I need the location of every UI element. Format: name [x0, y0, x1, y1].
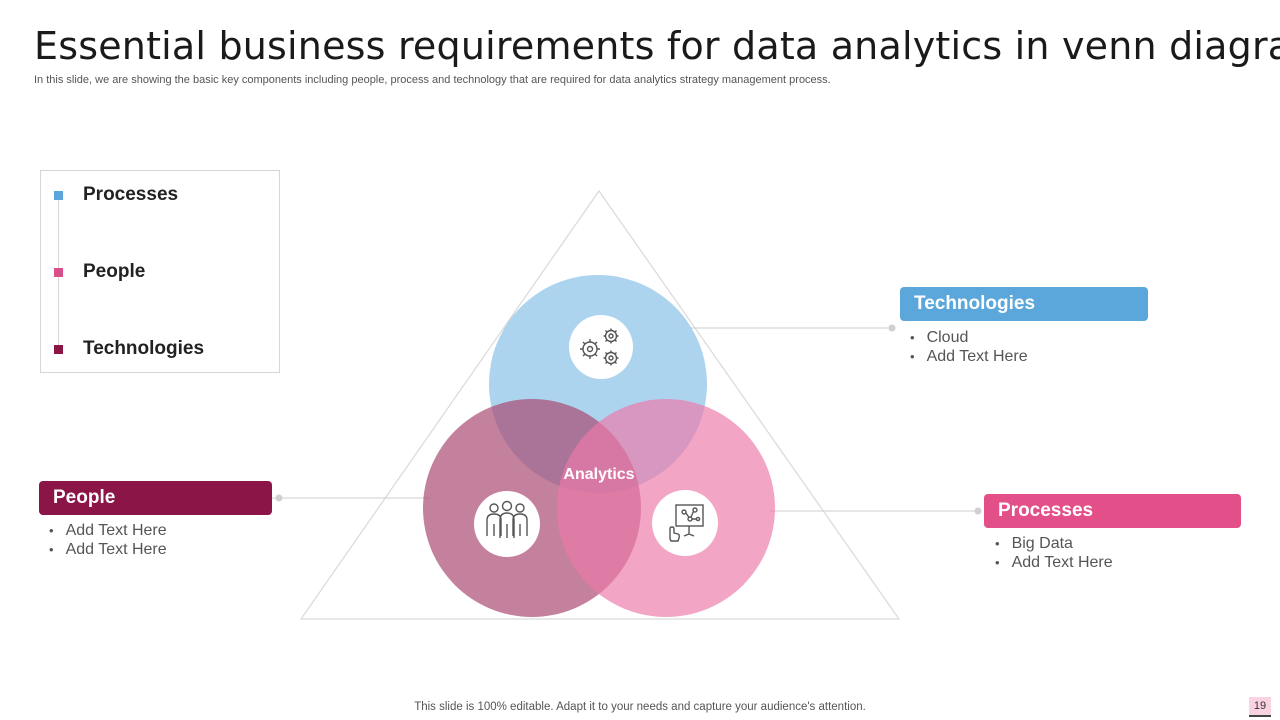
- bullet-item: Add Text Here: [910, 347, 1028, 366]
- page-subtitle: In this slide, we are showing the basic …: [34, 74, 831, 86]
- connector-dot-processes: [974, 507, 982, 515]
- legend-label: People: [83, 261, 146, 282]
- legend-item-processes: Processes: [54, 183, 178, 207]
- bullet-item: Add Text Here: [49, 540, 167, 559]
- triangle-outline: [299, 189, 901, 620]
- legend-swatch-people: [54, 267, 63, 277]
- people-group-icon: [474, 491, 540, 557]
- legend-swatch-technologies: [54, 344, 63, 354]
- callout-technologies-title: Technologies: [914, 293, 1036, 314]
- bullet-item: Add Text Here: [995, 553, 1113, 572]
- legend-item-technologies: Technologies: [54, 337, 204, 361]
- callout-people-bullets: Add Text Here Add Text Here: [49, 521, 167, 559]
- callout-people-header: People: [39, 481, 272, 515]
- callout-technologies-header: Technologies: [900, 287, 1148, 321]
- callout-people-title: People: [53, 487, 116, 508]
- bullet-item: Big Data: [995, 534, 1113, 553]
- bullet-item: Add Text Here: [49, 521, 167, 540]
- connector-dot-technologies: [888, 324, 896, 332]
- legend-box: Processes People Technologies: [40, 170, 280, 373]
- connector-dot-people: [275, 494, 283, 502]
- page-title: Essential business requirements for data…: [34, 24, 1280, 68]
- bullet-item: Cloud: [910, 328, 1028, 347]
- callout-technologies-bullets: Cloud Add Text Here: [910, 328, 1028, 366]
- callout-processes-header: Processes: [984, 494, 1241, 528]
- gears-icon: [569, 315, 633, 379]
- presentation-board-icon: [652, 490, 718, 556]
- legend-item-people: People: [54, 260, 145, 284]
- callout-processes-title: Processes: [998, 500, 1094, 521]
- callout-processes-bullets: Big Data Add Text Here: [995, 534, 1113, 572]
- footer-note: This slide is 100% editable. Adapt it to…: [414, 701, 866, 713]
- legend-label: Processes: [83, 184, 179, 205]
- legend-label: Technologies: [83, 338, 205, 359]
- venn-center-label: Analytics: [563, 466, 634, 483]
- legend-swatch-processes: [54, 190, 63, 200]
- page-number: 19: [1249, 697, 1271, 717]
